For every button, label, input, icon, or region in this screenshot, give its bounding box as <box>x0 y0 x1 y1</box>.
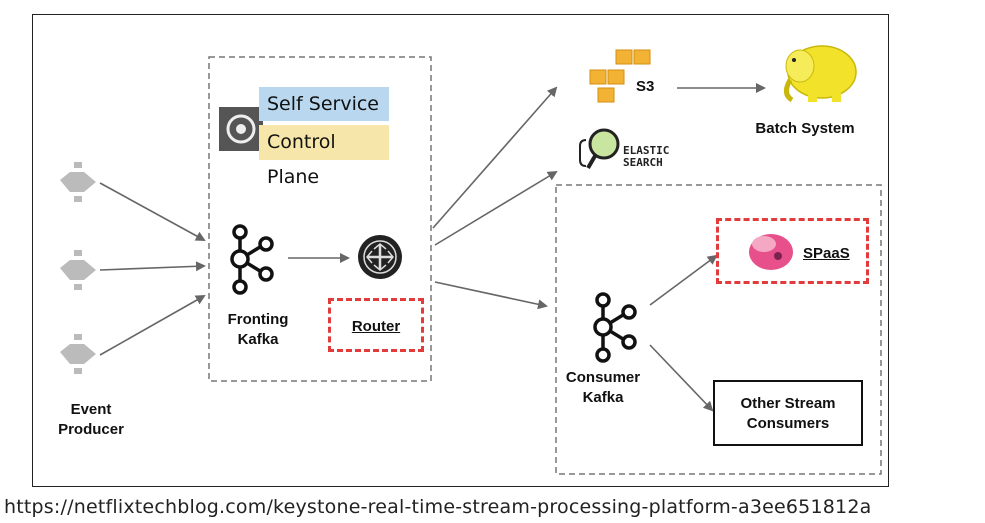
router-icon <box>358 235 402 279</box>
elastic-line-2: SEARCH <box>623 156 663 169</box>
arrow-producer3-kafka <box>99 295 206 356</box>
fronting-kafka-label: Fronting Kafka <box>227 311 289 348</box>
spaas-box <box>716 218 869 284</box>
control-plane-label: Control Plane <box>259 125 389 188</box>
consumer-kafka-logo-icon <box>593 292 637 363</box>
event-producer-label: Event Producer <box>58 401 124 438</box>
elastic-line-1: ELASTIC <box>623 144 669 157</box>
kafka-logo-icon <box>230 224 274 295</box>
elastic-search-icon <box>579 128 620 170</box>
router-box <box>328 298 424 352</box>
fronting-kafka-container <box>208 56 432 382</box>
diagram-frame <box>32 14 889 487</box>
arrow-producer1-kafka <box>99 182 206 241</box>
arrow-consumer-other <box>649 344 714 412</box>
spaas-icon <box>749 234 793 270</box>
consumer-kafka-label: Consumer Kafka <box>565 369 641 406</box>
other-stream-consumers-label: Other Stream Consumers <box>740 395 836 432</box>
router-label: Router <box>351 318 401 335</box>
arrow-to-s3 <box>432 86 558 229</box>
arrow-consumer-spaas <box>649 254 718 306</box>
event-producer-icon <box>60 162 96 374</box>
consumer-kafka-container <box>555 184 882 475</box>
arrow-to-elastic <box>434 170 558 246</box>
gear-icon <box>219 107 263 151</box>
batch-system-label: Batch System <box>755 120 855 137</box>
other-stream-consumers-box <box>713 380 863 446</box>
arrow-to-consumer-kafka <box>434 281 548 310</box>
source-url-caption: https://netflixtechblog.com/keystone-rea… <box>4 496 872 518</box>
hadoop-elephant-icon <box>784 45 857 103</box>
elastic-search-label: ELASTIC SEARCH <box>623 144 676 169</box>
spaas-label: SPaaS <box>803 245 850 262</box>
s3-icon <box>589 49 651 103</box>
arrow-producer2-kafka <box>99 261 206 272</box>
self-service-ui-label: Self Service UI <box>259 87 389 149</box>
s3-label: S3 <box>636 78 655 95</box>
